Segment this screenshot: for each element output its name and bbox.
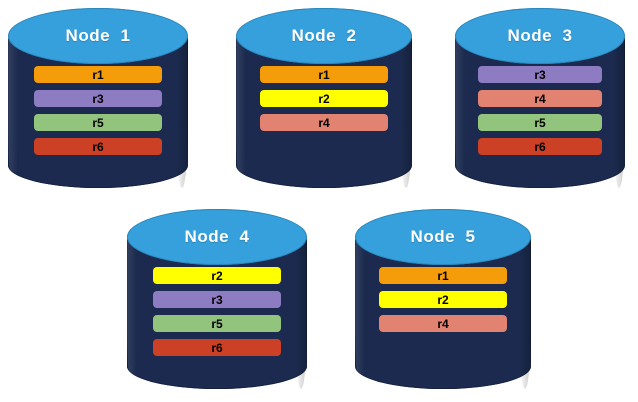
record-list: r1 r2 r4: [355, 267, 531, 332]
record-bar-r6[interactable]: r6: [153, 339, 281, 356]
record-bar-r4[interactable]: r4: [260, 114, 388, 131]
record-bar-r1[interactable]: r1: [34, 66, 162, 83]
record-bar-r3[interactable]: r3: [153, 291, 281, 308]
node-5[interactable]: Node 5 r1 r2 r4: [355, 209, 531, 389]
node-title: Node 1: [65, 26, 131, 45]
record-list: r1 r2 r4: [236, 66, 412, 131]
record-list: r2 r3 r5 r6: [127, 267, 307, 356]
node-title: Node 3: [507, 26, 573, 45]
record-bar-r2[interactable]: r2: [153, 267, 281, 284]
cylinder-top-ellipse: [127, 209, 307, 265]
record-list: r3 r4 r5 r6: [455, 66, 625, 155]
record-bar-r4[interactable]: r4: [478, 90, 602, 107]
node-title: Node 5: [410, 227, 476, 246]
record-bar-r5[interactable]: r5: [478, 114, 602, 131]
node-3[interactable]: Node 3 r3 r4 r5 r6: [455, 8, 625, 188]
node-2[interactable]: Node 2 r1 r2 r4: [236, 8, 412, 188]
record-bar-r2[interactable]: r2: [260, 90, 388, 107]
record-bar-r1[interactable]: r1: [379, 267, 507, 284]
record-bar-r6[interactable]: r6: [34, 138, 162, 155]
record-bar-r3[interactable]: r3: [34, 90, 162, 107]
record-bar-r2[interactable]: r2: [379, 291, 507, 308]
record-list: r1 r3 r5 r6: [8, 66, 188, 155]
cylinder-top-ellipse: [455, 8, 625, 64]
cylinder-top-ellipse: [8, 8, 188, 64]
record-bar-r5[interactable]: r5: [34, 114, 162, 131]
node-4[interactable]: Node 4 r2 r3 r5 r6: [127, 209, 307, 389]
record-bar-r5[interactable]: r5: [153, 315, 281, 332]
node-1[interactable]: Node 1 r1 r3 r5 r6: [8, 8, 188, 188]
record-bar-r3[interactable]: r3: [478, 66, 602, 83]
cylinder-top-ellipse: [236, 8, 412, 64]
cylinder-top-ellipse: [355, 209, 531, 265]
record-bar-r4[interactable]: r4: [379, 315, 507, 332]
node-title: Node 2: [291, 26, 357, 45]
node-title: Node 4: [184, 227, 250, 246]
record-bar-r1[interactable]: r1: [260, 66, 388, 83]
record-bar-r6[interactable]: r6: [478, 138, 602, 155]
